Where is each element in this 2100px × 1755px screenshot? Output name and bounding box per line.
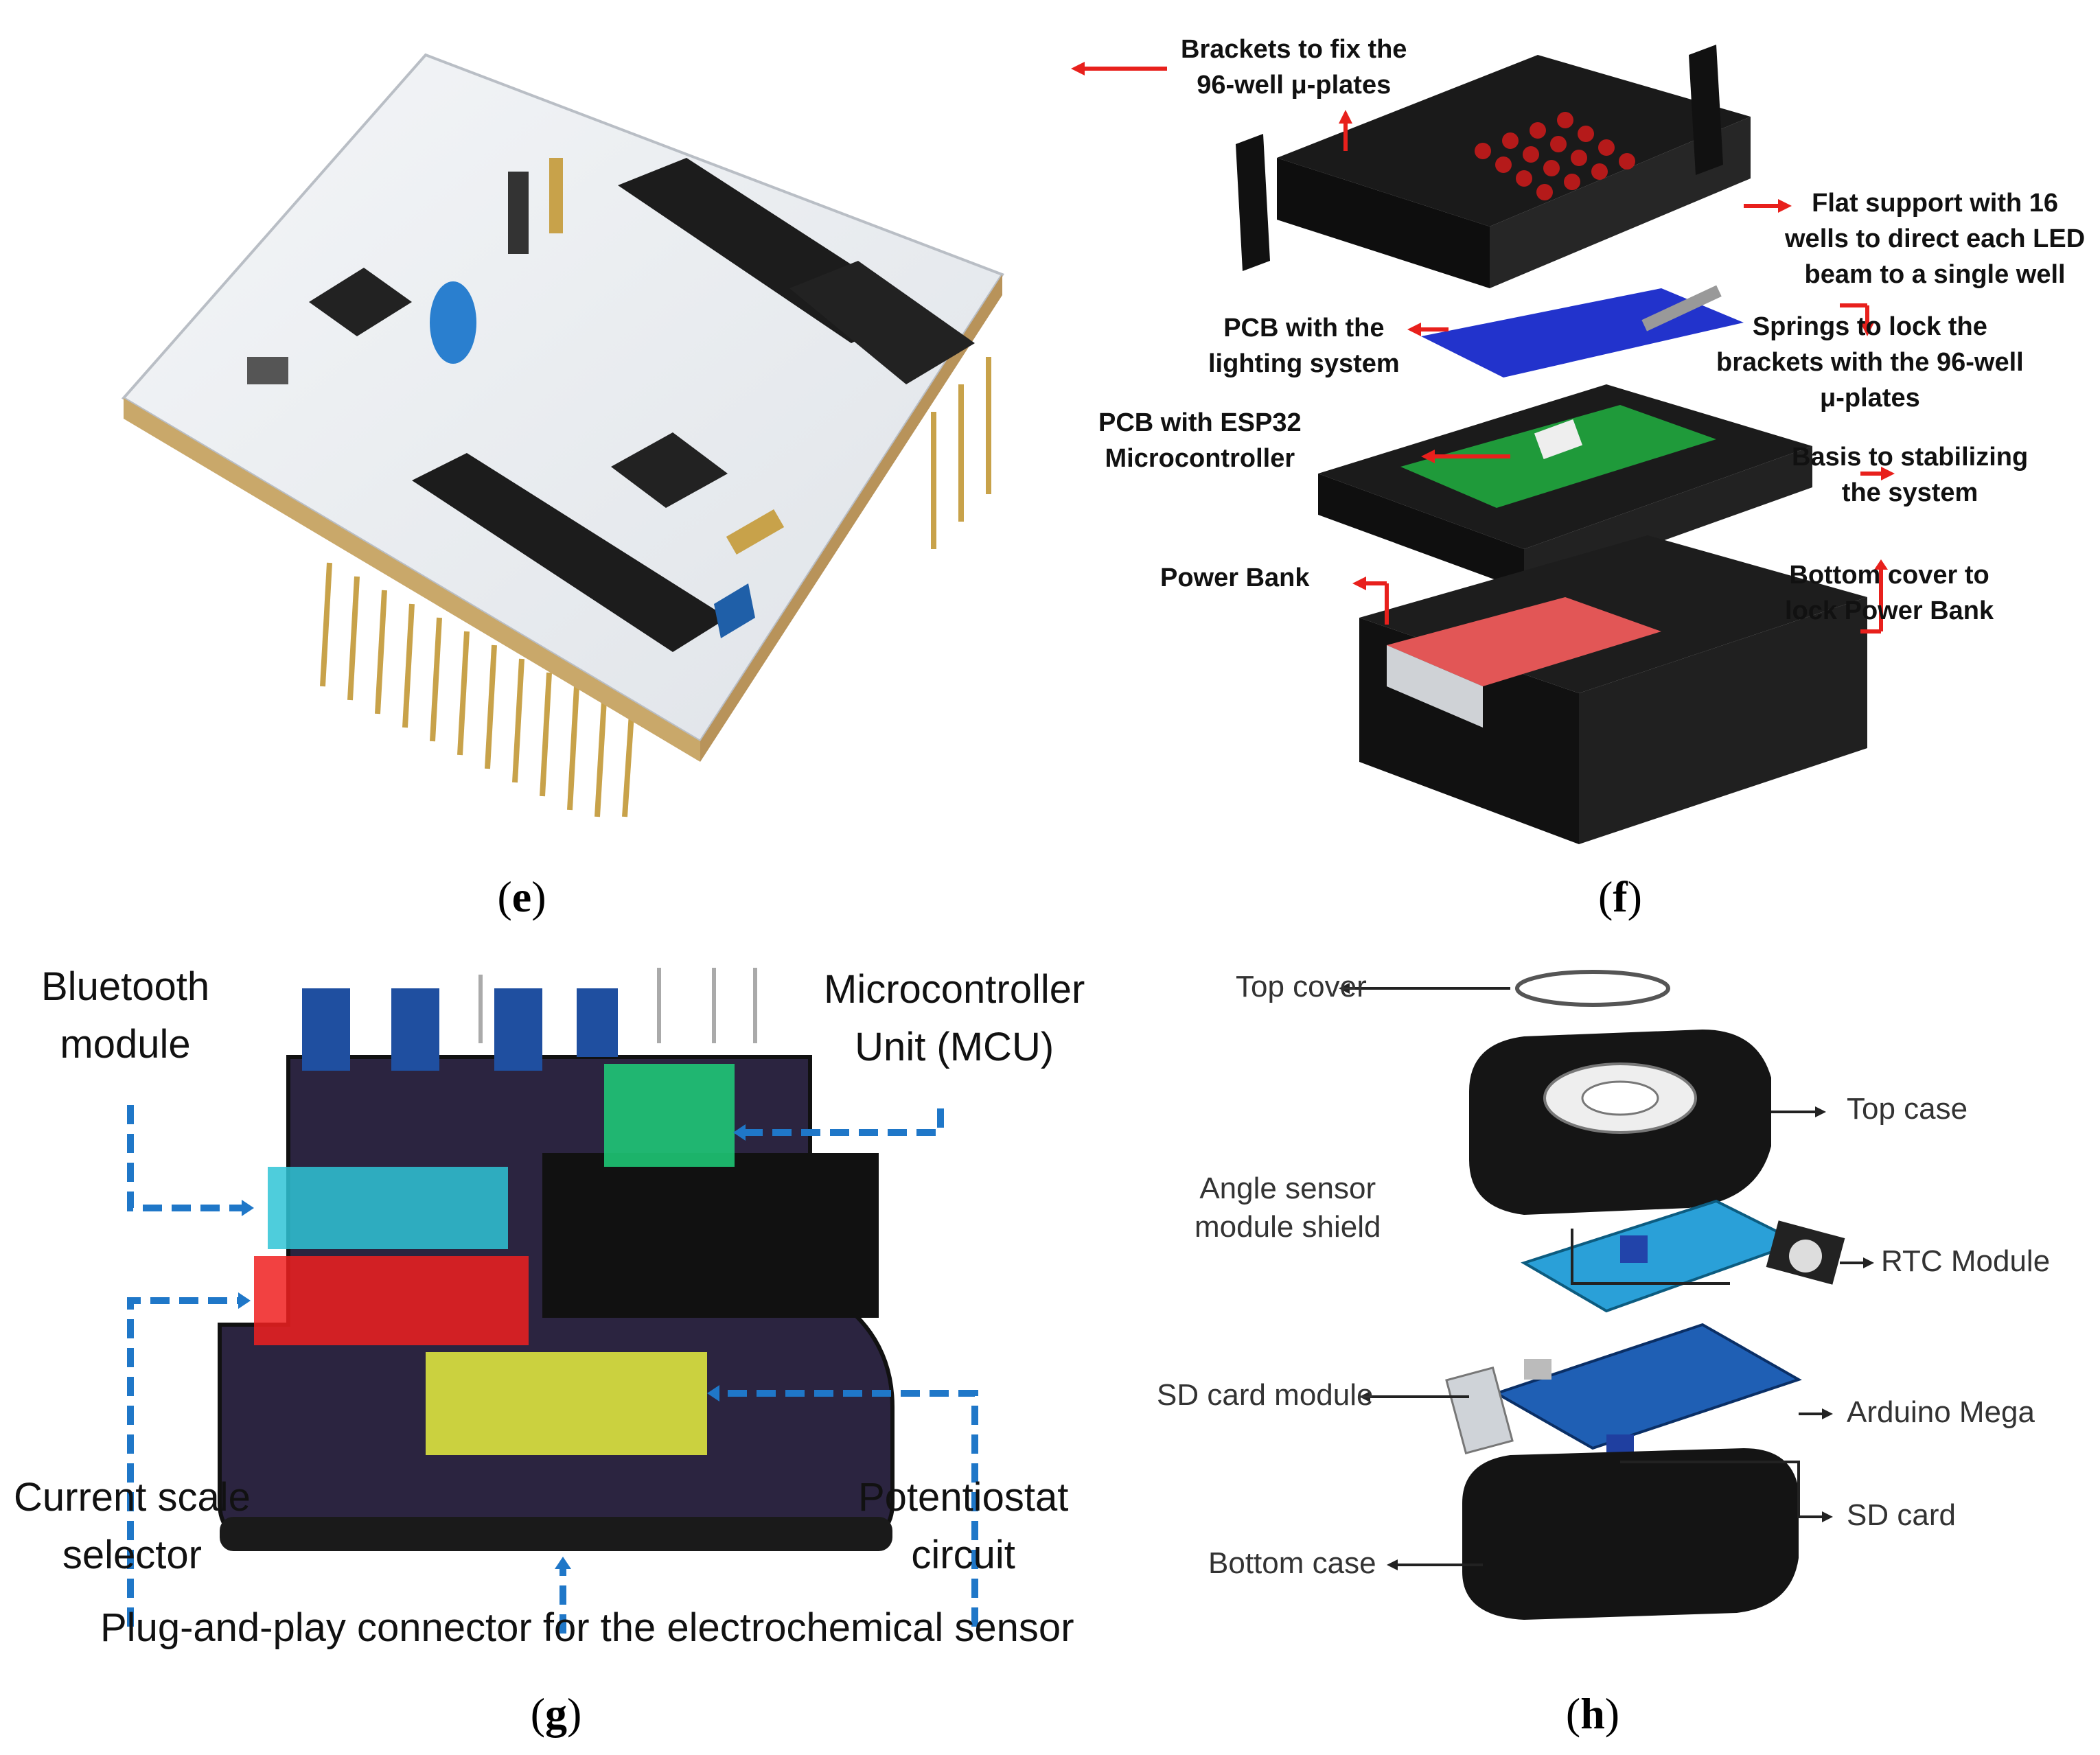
label-brackets: Brackets to fix the 96-well μ-plates	[1181, 35, 1407, 100]
label-sd-card: SD card	[1847, 1498, 1956, 1532]
panel-g: Bluetooth module Microcontroller Unit (M…	[0, 940, 1126, 1755]
bluetooth-highlight	[268, 1167, 508, 1249]
label-bottom-case: Bottom case	[1208, 1546, 1376, 1580]
label-bottom-cover: Bottom cover to lock Power Bank	[1785, 561, 1994, 625]
label-rtc-module: RTC Module	[1881, 1244, 2051, 1278]
label-current-scale: Current scale selector	[14, 1475, 251, 1577]
panel-e: (e)	[0, 0, 1043, 933]
label-angle-sensor: Angle sensor module shield	[1195, 1172, 1381, 1244]
caption-e: (e)	[497, 872, 546, 921]
potentiostat-highlight	[426, 1352, 707, 1455]
panel-f: Brackets to fix the 96-well μ-plates Fla…	[1057, 0, 2100, 933]
label-pcb-lighting: PCB with the lighting system	[1208, 314, 1400, 378]
label-power-bank: Power Bank	[1160, 563, 1310, 592]
caption-f: (f)	[1598, 872, 1642, 921]
label-sd-card-module: SD card module	[1157, 1378, 1374, 1412]
panel-h: Top cover Top case Angle sensor module s…	[1140, 940, 2100, 1755]
label-bluetooth-module: Bluetooth module	[41, 964, 210, 1067]
label-flat-support: Flat support with 16 wells to direct eac…	[1785, 189, 2086, 289]
potentiostat-board-illustration	[127, 968, 978, 1634]
caption-g: (g)	[530, 1689, 582, 1738]
label-pcb-esp32: PCB with ESP32 Microcontroller	[1098, 408, 1302, 473]
label-springs: Springs to lock the brackets with the 96…	[1716, 312, 2024, 412]
nucleo-board-illustration	[121, 53, 1005, 817]
mcu-highlight	[604, 1064, 735, 1167]
current-scale-highlight	[254, 1256, 529, 1345]
label-arduino-mega: Arduino Mega	[1847, 1395, 2035, 1429]
label-top-cover: Top cover	[1236, 970, 1367, 1003]
label-mcu: Microcontroller Unit (MCU)	[824, 967, 1085, 1069]
exploded-angle-sensor-device-illustration	[1339, 970, 1874, 1620]
caption-h: (h)	[1565, 1689, 1620, 1738]
label-top-case: Top case	[1847, 1092, 1968, 1126]
label-basis: Basis to stabilizing the system	[1792, 443, 2029, 507]
label-connector: Plug-and-play connector for the electroc…	[100, 1605, 1074, 1650]
exploded-led-device-illustration	[1071, 45, 1895, 844]
label-potentiostat: Potentiostat circuit	[858, 1475, 1069, 1577]
